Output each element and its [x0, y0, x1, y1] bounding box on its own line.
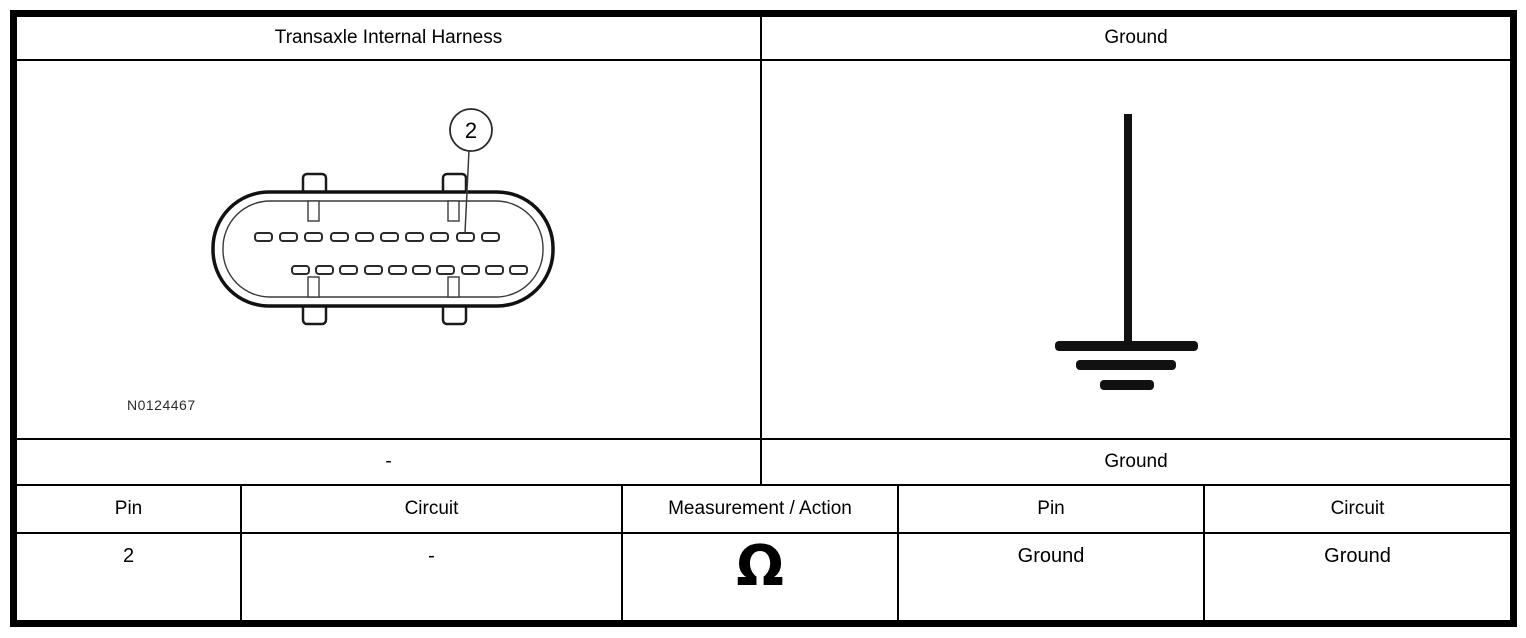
cell-pin-left: 2 — [17, 534, 242, 620]
col-header-circuit-left: Circuit — [242, 486, 623, 534]
pinpoint-test-table: Transaxle Internal Harness Ground — [10, 10, 1517, 627]
pin-row-bottom — [291, 265, 528, 275]
cell-circuit-left: - — [242, 534, 623, 620]
connector-inner-outline — [222, 200, 544, 298]
cell-circuit-right: Ground — [1324, 545, 1391, 567]
connector-face-icon: 2 — [211, 108, 555, 326]
pin-callout-label: 2 — [465, 118, 477, 143]
ground-symbol-cell — [762, 61, 1510, 440]
diagram-section: Transaxle Internal Harness Ground — [17, 17, 1510, 486]
ground-bar-3 — [1100, 380, 1154, 390]
col-header-circuit-right: Circuit — [1205, 486, 1510, 534]
ground-bar-1 — [1055, 341, 1198, 351]
left-caption: - — [17, 440, 762, 486]
pin-callout-circle — [449, 108, 493, 152]
col-header-pin-left: Pin — [17, 486, 242, 534]
col-header-pin-right: Pin — [899, 486, 1205, 534]
connector-key-bottom-left — [307, 276, 320, 298]
connector-diagram-cell: 2 N0124467 — [17, 61, 762, 440]
left-column-header: Transaxle Internal Harness — [17, 17, 762, 61]
ground-symbol-icon — [1055, 114, 1198, 390]
measurement-table: Pin Circuit Measurement / Action Pin Cir… — [17, 486, 1510, 620]
cell-pin-right: Ground — [899, 534, 1205, 620]
connector-key-bottom-right — [447, 276, 460, 298]
callout-leader-line — [464, 149, 470, 234]
pin-row-top — [254, 232, 500, 242]
col-header-measurement: Measurement / Action — [623, 486, 899, 534]
connector-key-top-left — [307, 200, 320, 222]
pin-2-slot — [456, 232, 475, 242]
ohm-symbol-icon: Ω — [623, 534, 899, 620]
right-caption: Ground — [762, 440, 1510, 486]
ground-bar-2 — [1076, 360, 1176, 370]
figure-id-label: N0124467 — [127, 397, 196, 413]
connector-key-top-right — [447, 200, 460, 222]
right-column-header: Ground — [762, 17, 1510, 61]
